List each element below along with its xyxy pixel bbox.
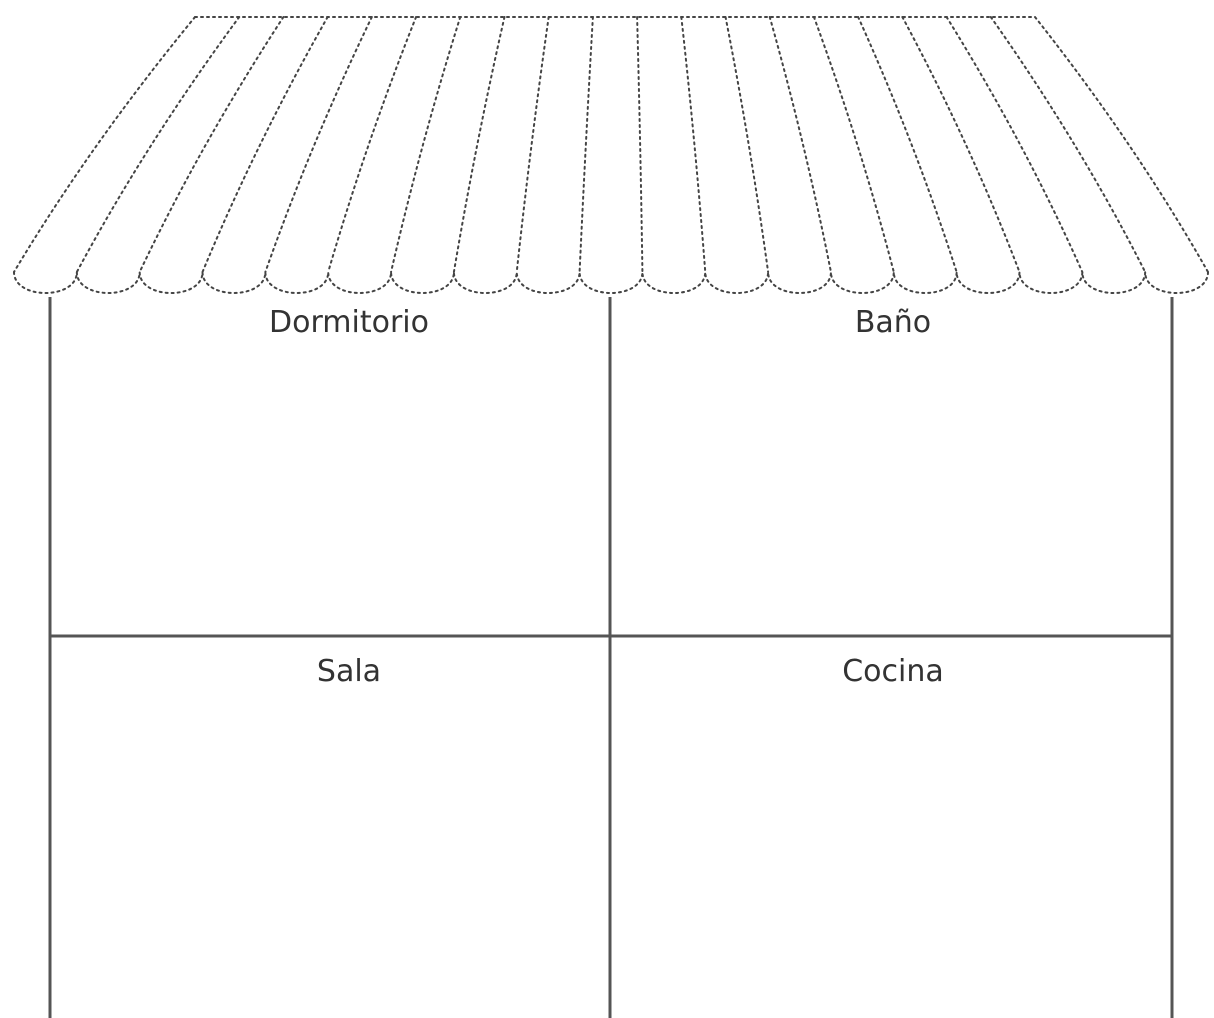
roof-tile-line [140, 17, 284, 272]
roof-tile-line [265, 17, 371, 272]
roof-tile-line [770, 17, 831, 272]
roof-tile-line [203, 17, 328, 272]
roof-scalloped-edge [14, 272, 1208, 293]
house-walls [50, 297, 1172, 1018]
room-label-sala: Sala [317, 654, 381, 689]
roof-tile-line [814, 17, 894, 272]
room-label-cocina: Cocina [842, 654, 944, 689]
room-label-dormitorio: Dormitorio [269, 305, 429, 340]
roof-tile-line [726, 17, 769, 272]
roof-tile-line [580, 17, 593, 272]
roof-tile-line [681, 17, 705, 272]
roof-tile-line [947, 17, 1083, 272]
roof-tile-line [902, 17, 1019, 272]
roof-tile-line [328, 17, 416, 272]
roof-tile-line [517, 17, 549, 272]
roof-tile-line [858, 17, 956, 272]
roof-tile-line [637, 17, 642, 272]
dotted-roof [14, 17, 1208, 293]
roof-tile-line [77, 17, 239, 272]
roof-tile-line [991, 17, 1145, 272]
roof-tile-line [14, 17, 195, 272]
room-label-bano: Baño [855, 305, 931, 340]
roof-tile-line [454, 17, 505, 272]
roof-tile-line [1035, 17, 1208, 272]
roof-tile-line [391, 17, 460, 272]
